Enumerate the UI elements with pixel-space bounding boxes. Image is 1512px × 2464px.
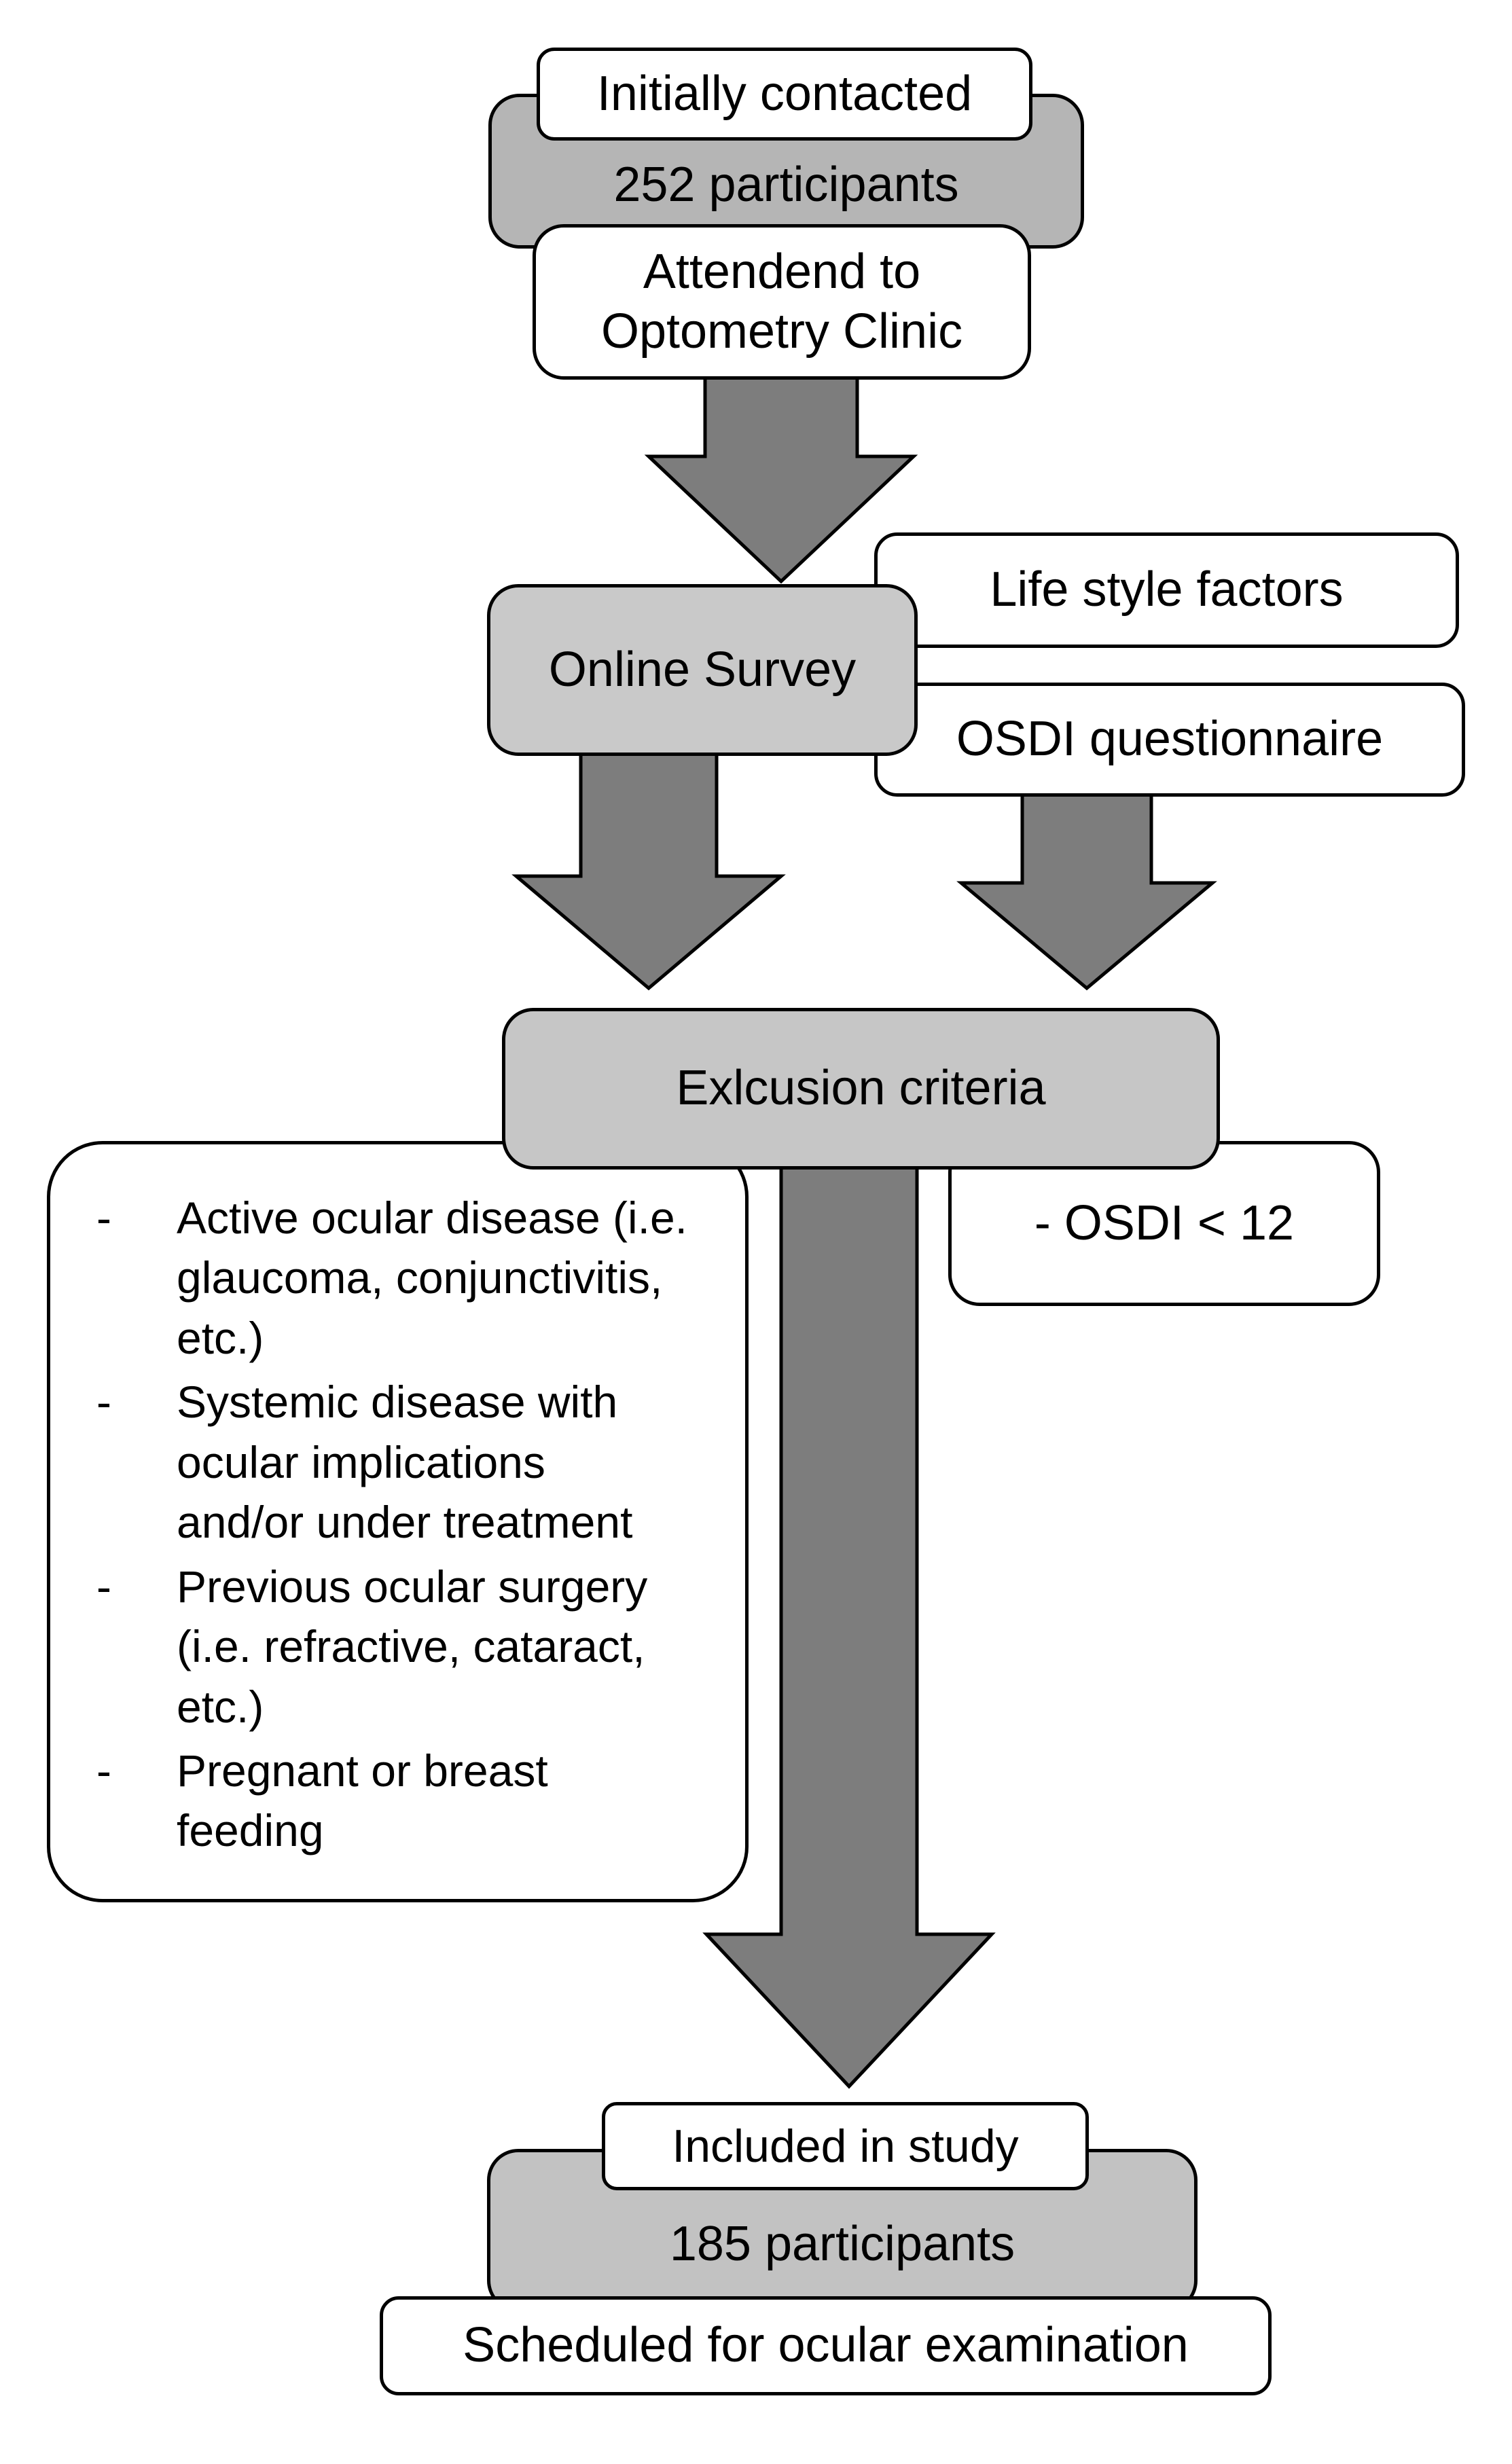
bullet: - xyxy=(96,1745,111,1796)
bullet: - xyxy=(96,1193,111,1243)
participants-185-label: 185 participants xyxy=(669,2217,1015,2272)
box-lifestyle-factors: Life style factors xyxy=(874,532,1459,648)
osdi-cutoff-label: - OSDI < 12 xyxy=(1034,1195,1295,1250)
participants-252-label: 252 participants xyxy=(613,158,959,213)
box-exclusion-list: - Active ocular disease (i.e. glaucoma, … xyxy=(47,1141,749,1902)
online-survey-label: Online Survey xyxy=(548,642,857,697)
box-osdi-questionnaire: OSDI questionnaire xyxy=(874,683,1465,797)
osdi-questionnaire-label: OSDI questionnaire xyxy=(956,712,1384,767)
box-attended-optometry-clinic: Attendend to Optometry Clinic xyxy=(533,224,1031,380)
exclusion-item-text: Systemic disease with ocular implication… xyxy=(177,1377,633,1548)
box-scheduled-examination: Scheduled for ocular examination xyxy=(380,2296,1272,2395)
attended-label: Attendend to Optometry Clinic xyxy=(600,244,963,359)
box-initially-contacted: Initially contacted xyxy=(537,48,1032,141)
initially-contacted-label: Initially contacted xyxy=(596,66,973,121)
down-arrow-top xyxy=(644,373,918,584)
box-included-in-study: Included in study xyxy=(602,2102,1089,2190)
box-exclusion-criteria: Exlcusion criteria xyxy=(502,1008,1220,1170)
down-arrow-long xyxy=(702,1159,996,2089)
exclusion-item-text: Previous ocular surgery (i.e. refractive… xyxy=(177,1561,648,1732)
list-item: - Active ocular disease (i.e. glaucoma, … xyxy=(83,1188,726,1368)
down-arrow-survey-left xyxy=(511,746,786,991)
exclusion-item-text: Pregnant or breast feeding xyxy=(177,1745,548,1856)
lifestyle-factors-label: Life style factors xyxy=(990,562,1344,617)
exclusion-item-text: Active ocular disease (i.e. glaucoma, co… xyxy=(177,1193,688,1363)
included-in-study-label: Included in study xyxy=(672,2120,1019,2172)
down-arrow-survey-right xyxy=(956,789,1217,991)
exclusion-criteria-label: Exlcusion criteria xyxy=(676,1061,1046,1116)
box-online-survey: Online Survey xyxy=(487,584,918,756)
list-item: - Pregnant or breast feeding xyxy=(83,1741,726,1861)
list-item: - Systemic disease with ocular implicati… xyxy=(83,1372,726,1552)
list-item: - Previous ocular surgery (i.e. refracti… xyxy=(83,1557,726,1737)
scheduled-label: Scheduled for ocular examination xyxy=(463,2318,1189,2373)
bullet: - xyxy=(96,1377,111,1428)
bullet: - xyxy=(96,1561,111,1612)
